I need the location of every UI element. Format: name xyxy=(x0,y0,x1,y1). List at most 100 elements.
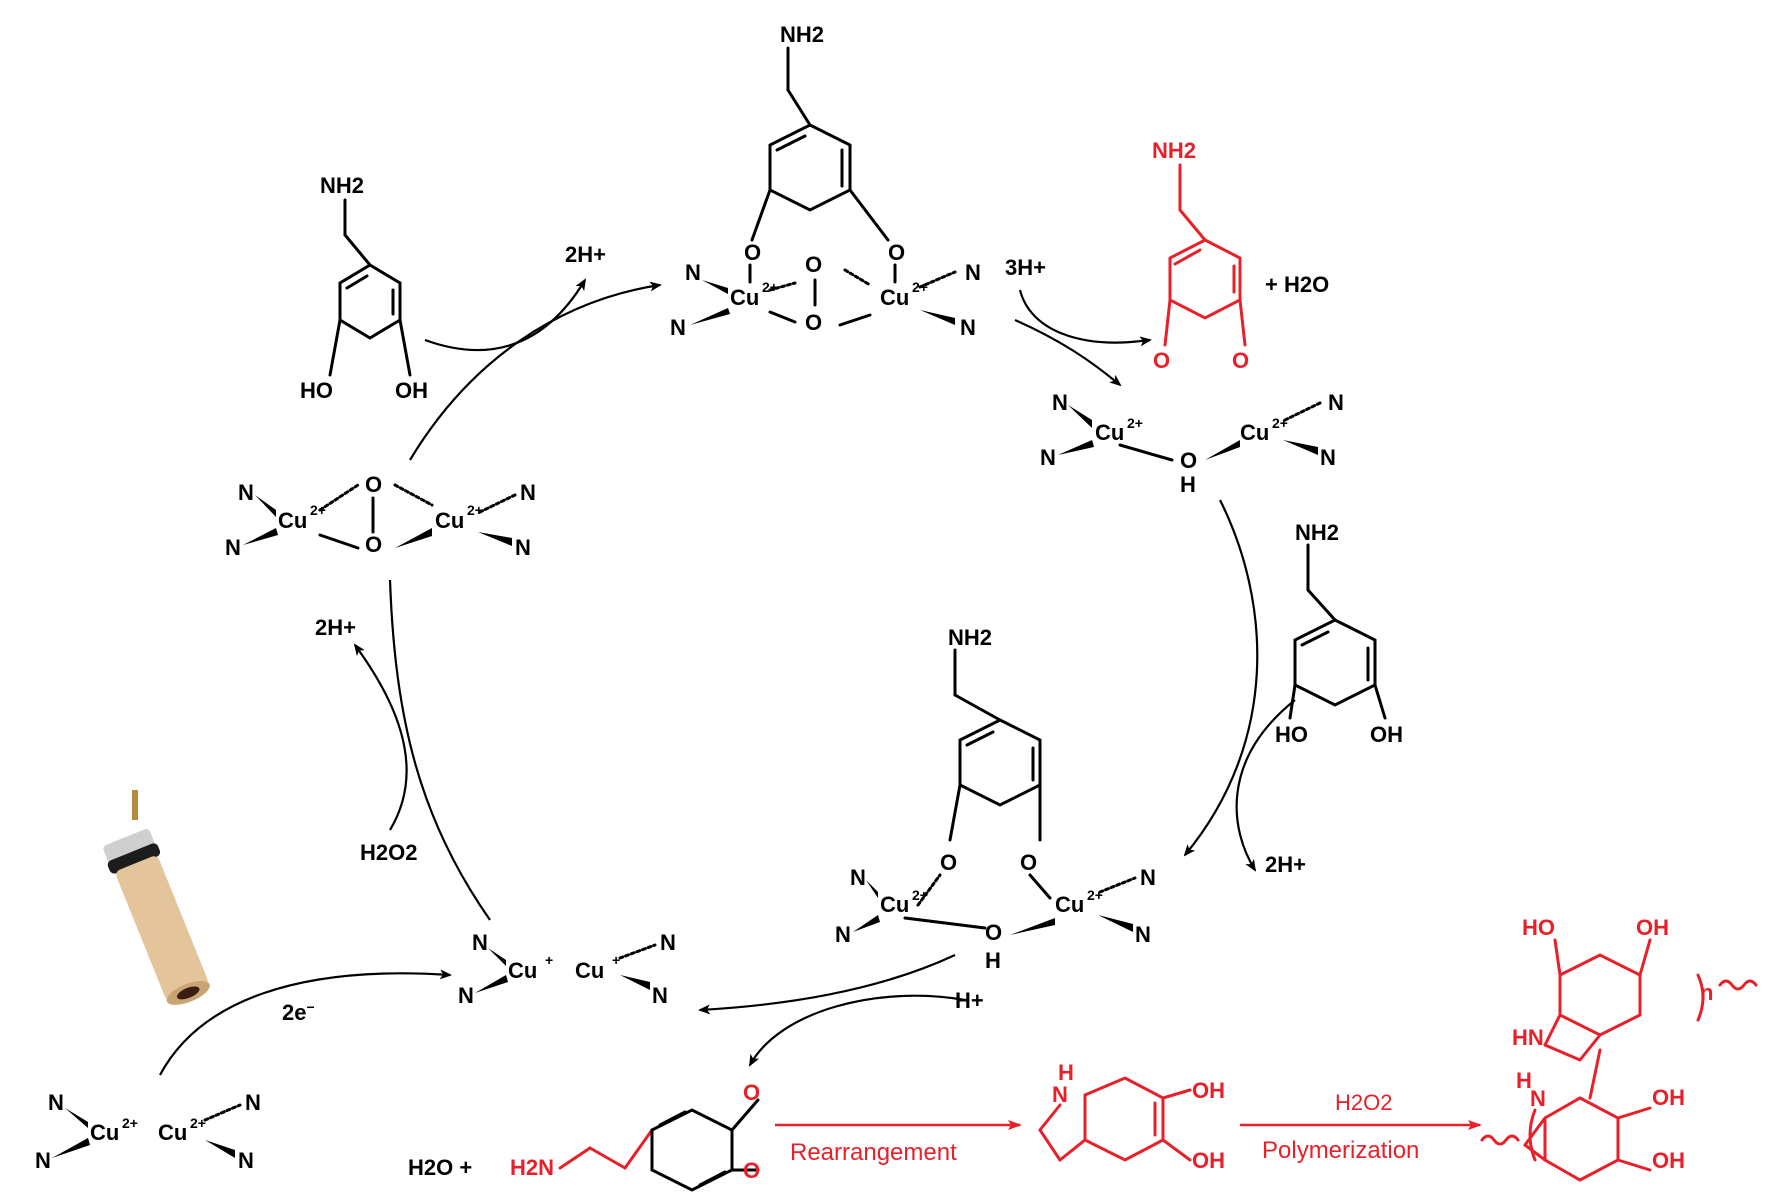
oh-label: OH xyxy=(1636,915,1669,940)
oh-label: OH xyxy=(1652,1085,1685,1110)
label-2h-top: 2H+ xyxy=(565,242,606,267)
cu-charge: 2+ xyxy=(1087,887,1103,903)
cu-label: Cu xyxy=(90,1120,119,1145)
n-label: N xyxy=(1052,390,1068,415)
n-label: N xyxy=(960,315,976,340)
dopamine-top-left: NH2 HO OH xyxy=(300,173,428,403)
polydopamine-polymer: N H OH OH HN HO OH n xyxy=(1480,915,1758,1182)
n-label: N xyxy=(965,260,981,285)
arrow-to-top-complex xyxy=(409,281,662,461)
n-label: N xyxy=(652,983,668,1008)
h-label: H xyxy=(1058,1060,1074,1085)
arrow-to-cu1 xyxy=(698,954,956,1015)
peroxo-dicopper-complex: Cu 2+ Cu 2+ O O N N N N xyxy=(225,472,536,560)
n-label: N xyxy=(660,930,676,955)
h2n-label: H2N xyxy=(510,1155,554,1180)
label-h-plus: H+ xyxy=(955,988,984,1013)
cu-label: Cu xyxy=(158,1120,187,1145)
o-label: O xyxy=(888,240,905,265)
arrow-right-descending xyxy=(1183,499,1259,857)
n-label: N xyxy=(472,930,488,955)
ho-label: HO xyxy=(1275,722,1308,747)
label-2h-left: 2H+ xyxy=(315,615,356,640)
cu-charge: 2+ xyxy=(1127,415,1143,431)
arrow-quinone-bottom xyxy=(749,994,966,1067)
n-label: N xyxy=(458,983,474,1008)
cu-label: Cu xyxy=(435,508,464,533)
n-label: N xyxy=(520,480,536,505)
cu-label: Cu xyxy=(880,285,909,310)
cu-label: Cu xyxy=(880,892,909,917)
o-label: O xyxy=(1180,448,1197,473)
o-label: O xyxy=(940,850,957,875)
n-label: N xyxy=(835,922,851,947)
top-dicopper-catecholate-complex: NH2 O O O O Cu 2+ Cu 2+ N N N N xyxy=(670,22,981,340)
bottom-dicopper-catecholate-complex: NH2 O O Cu 2+ Cu 2+ O H N N N N xyxy=(835,625,1156,973)
cu-charge: 2+ xyxy=(190,1115,206,1131)
cu-label: Cu xyxy=(1095,420,1124,445)
nh2-label: NH2 xyxy=(1152,138,1196,163)
cu-charge: + xyxy=(545,952,553,968)
oh-label: OH xyxy=(1652,1148,1685,1173)
cu-label: Cu xyxy=(508,958,537,983)
n-label: N xyxy=(238,1148,254,1173)
label-rearrangement: Rearrangement xyxy=(790,1139,957,1166)
ho-label: HO xyxy=(300,378,333,403)
o-label: O xyxy=(1153,348,1170,373)
o-label: O xyxy=(743,1080,760,1105)
n-label: N xyxy=(1140,865,1156,890)
starting-dicopper-complex: Cu 2+ Cu 2+ N N N N xyxy=(35,1090,261,1173)
label-polymerization: Polymerization xyxy=(1262,1137,1419,1164)
oh-label: OH xyxy=(395,378,428,403)
o-label: O xyxy=(1020,850,1037,875)
n-label: N xyxy=(515,535,531,560)
arrow-top-to-right-complex xyxy=(1014,318,1122,387)
arrow-2h-left-out xyxy=(353,643,408,831)
hydroxo-dicopper-complex: Cu 2+ Cu 2+ O H N N N N xyxy=(1040,390,1344,497)
cu-charge: + xyxy=(612,952,620,968)
n-label: N xyxy=(850,865,866,890)
o-label: O xyxy=(365,472,382,497)
o-label: O xyxy=(1232,348,1249,373)
n-label: N xyxy=(35,1148,51,1173)
label-polymer-h2o2: H2O2 xyxy=(1335,1090,1392,1115)
o-label: O xyxy=(805,252,822,277)
o-label: O xyxy=(365,532,382,557)
dopaquinone-top: NH2 O O xyxy=(1152,138,1249,373)
cu-label: Cu xyxy=(1240,420,1269,445)
h-label: H xyxy=(985,948,1001,973)
n-label: N xyxy=(685,260,701,285)
n-label: N xyxy=(238,480,254,505)
o-label: O xyxy=(805,310,822,335)
nh2-label: NH2 xyxy=(780,22,824,47)
label-2e: 2e− xyxy=(282,999,315,1025)
dopaquinone-bottom: H2N O O xyxy=(510,1080,760,1192)
polymer-n-label: n xyxy=(1700,980,1713,1005)
cu-label: Cu xyxy=(278,508,307,533)
oh-label: OH xyxy=(1370,722,1403,747)
hn-label: HN xyxy=(1512,1025,1544,1050)
o-label: O xyxy=(985,920,1002,945)
nh2-label: NH2 xyxy=(948,625,992,650)
cu-charge: 2+ xyxy=(310,502,326,518)
h-label: H xyxy=(1180,472,1196,497)
label-h2o2: H2O2 xyxy=(360,840,417,865)
cu-charge: 2+ xyxy=(762,279,778,295)
reduced-dicopper-complex: Cu + Cu + N N N N xyxy=(458,930,676,1008)
ho-label: HO xyxy=(1522,915,1555,940)
n-label: N xyxy=(245,1090,261,1115)
n-label: N xyxy=(1135,922,1151,947)
arrow-2h-right-out xyxy=(1235,699,1296,872)
n-label: N xyxy=(48,1090,64,1115)
cu-charge: 2+ xyxy=(1272,415,1288,431)
label-2h-right: 2H+ xyxy=(1265,852,1306,877)
h-label: H xyxy=(1516,1068,1532,1093)
cu-label: Cu xyxy=(730,285,759,310)
label-h2o-plus: + H2O xyxy=(1265,272,1329,297)
n-label: N xyxy=(1328,390,1344,415)
n-label: N xyxy=(1040,445,1056,470)
arrow-2h-top-out xyxy=(424,278,587,352)
n-label: N xyxy=(1530,1086,1546,1111)
